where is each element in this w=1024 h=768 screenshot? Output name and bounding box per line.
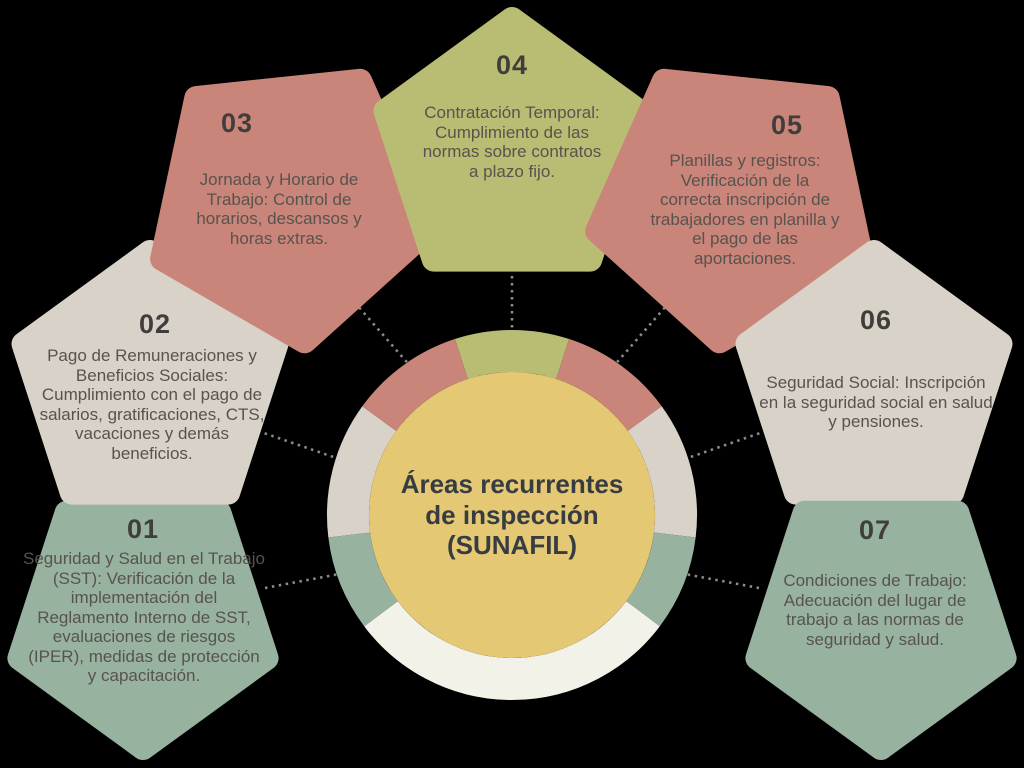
ring-segment-salmon-left (362, 339, 469, 432)
center-ring (326, 329, 698, 700)
item-04-text: Contratación Temporal: Cumplimiento de l… (422, 103, 602, 181)
item-06-number: 06 (859, 305, 893, 335)
pentagons (7, 7, 1017, 760)
pentagon-07 (745, 500, 1017, 760)
ring-segment-olive (454, 329, 570, 380)
connector-07 (673, 570, 760, 590)
connector-03 (349, 296, 413, 369)
center-title-line-2: de inspección (425, 499, 599, 530)
item-06-text: Seguridad Social: Inscripción en la segu… (759, 373, 993, 431)
item-05-number: 05 (770, 110, 804, 140)
item-02-number: 02 (138, 309, 172, 339)
center-circle (369, 372, 655, 658)
pentagon-02 (11, 240, 289, 505)
center-title-line-3: (SUNAFIL) (447, 530, 577, 560)
pentagon-03 (150, 68, 439, 354)
connector-02 (257, 429, 346, 463)
item-01-text: Seguridad y Salud en el Trabajo (SST): V… (23, 549, 265, 685)
ring-segment-beige-right (627, 406, 698, 538)
item-03-text: Jornada y Horario de Trabajo: Control de… (196, 170, 362, 248)
item-04-number: 04 (495, 50, 529, 80)
connector-05 (611, 296, 675, 369)
pentagon-04 (373, 7, 651, 272)
ring-segment-salmon-right (555, 339, 662, 432)
ring-segment-beige-left (326, 406, 397, 538)
center-title-line-1: Áreas recurrentes (400, 469, 624, 499)
pentagon-06 (735, 240, 1013, 505)
connector-06 (678, 429, 767, 463)
center-title: Áreas recurrentes de inspección (SUNAFIL… (387, 469, 637, 561)
item-05-text: Planillas y registros: Verificación de l… (650, 151, 840, 268)
item-02-text: Pago de Remuneraciones y Beneficios Soci… (39, 346, 265, 463)
item-07-number: 07 (858, 515, 892, 545)
item-01-number: 01 (126, 514, 160, 544)
item-03-number: 03 (220, 108, 254, 138)
connector-01 (264, 570, 351, 590)
pentagon-01 (7, 500, 279, 760)
ring-segment-green-left (328, 531, 399, 627)
item-07-text: Condiciones de Trabajo: Adecuación del l… (783, 571, 967, 649)
ring-segment-green-right (625, 531, 696, 627)
ring-segment-cream-bottom (364, 600, 660, 700)
